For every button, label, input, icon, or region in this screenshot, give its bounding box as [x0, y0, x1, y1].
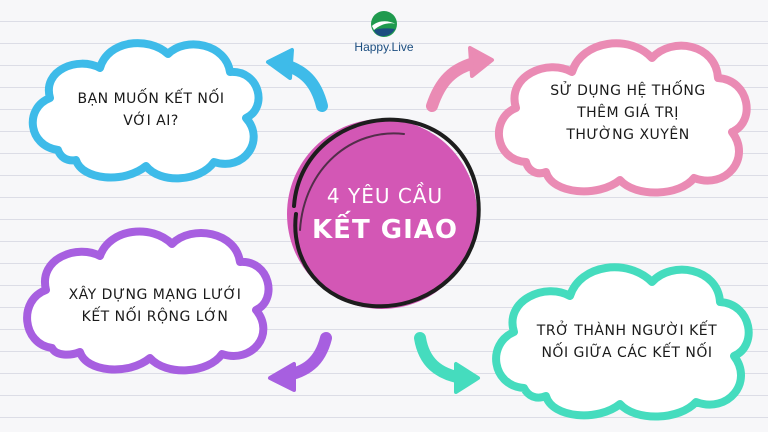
label-line: XÂY DỰNG MẠNG LƯỚI [68, 287, 242, 303]
cloud-bottom-right-label: TRỞ THÀNH NGƯỜI KẾT NỐI GIỮA CÁC KẾT NỐI [522, 320, 732, 364]
cloud-bottom-left [23, 227, 273, 375]
center-title-line1: 4 YÊU CẦU [326, 184, 444, 208]
logo-text: Happy.Live [354, 40, 414, 54]
center-circle [287, 117, 481, 309]
cloud-top-left [28, 39, 263, 183]
label-line: THƯỜNG XUYÊN [566, 127, 690, 143]
arrow-top-right [426, 46, 494, 112]
cloud-bottom-right [492, 263, 753, 421]
cloud-top-right [494, 39, 751, 197]
arrow-bottom-left [268, 332, 332, 392]
cloud-bottom-left-label: XÂY DỰNG MẠNG LƯỚI KẾT NỐI RỘNG LỚN [50, 284, 260, 328]
cloud-top-right-label: SỬ DỤNG HỆ THỐNG THÊM GIÁ TRỊ THƯỜNG XUY… [528, 80, 728, 146]
globe-leaf-icon [371, 11, 397, 37]
arrow-bottom-right [414, 332, 480, 394]
label-line: THÊM GIÁ TRỊ [577, 105, 679, 121]
label-line: NỐI GIỮA CÁC KẾT NỐI [541, 345, 713, 361]
label-line: BẠN MUỐN KẾT NỐI [77, 91, 225, 107]
arrow-top-left [266, 48, 328, 112]
label-line: TRỞ THÀNH NGƯỜI KẾT [536, 323, 718, 339]
center-title-line2: KẾT GIAO [312, 215, 458, 245]
label-line: VỚI AI? [123, 113, 179, 129]
label-line: KẾT NỐI RỘNG LỚN [81, 309, 229, 325]
logo: Happy.Live [338, 8, 430, 60]
label-line: SỬ DỤNG HỆ THỐNG [550, 83, 706, 99]
cloud-top-left-label: BẠN MUỐN KẾT NỐI VỚI AI? [56, 88, 246, 132]
center-label: 4 YÊU CẦU KẾT GIAO [290, 180, 480, 248]
